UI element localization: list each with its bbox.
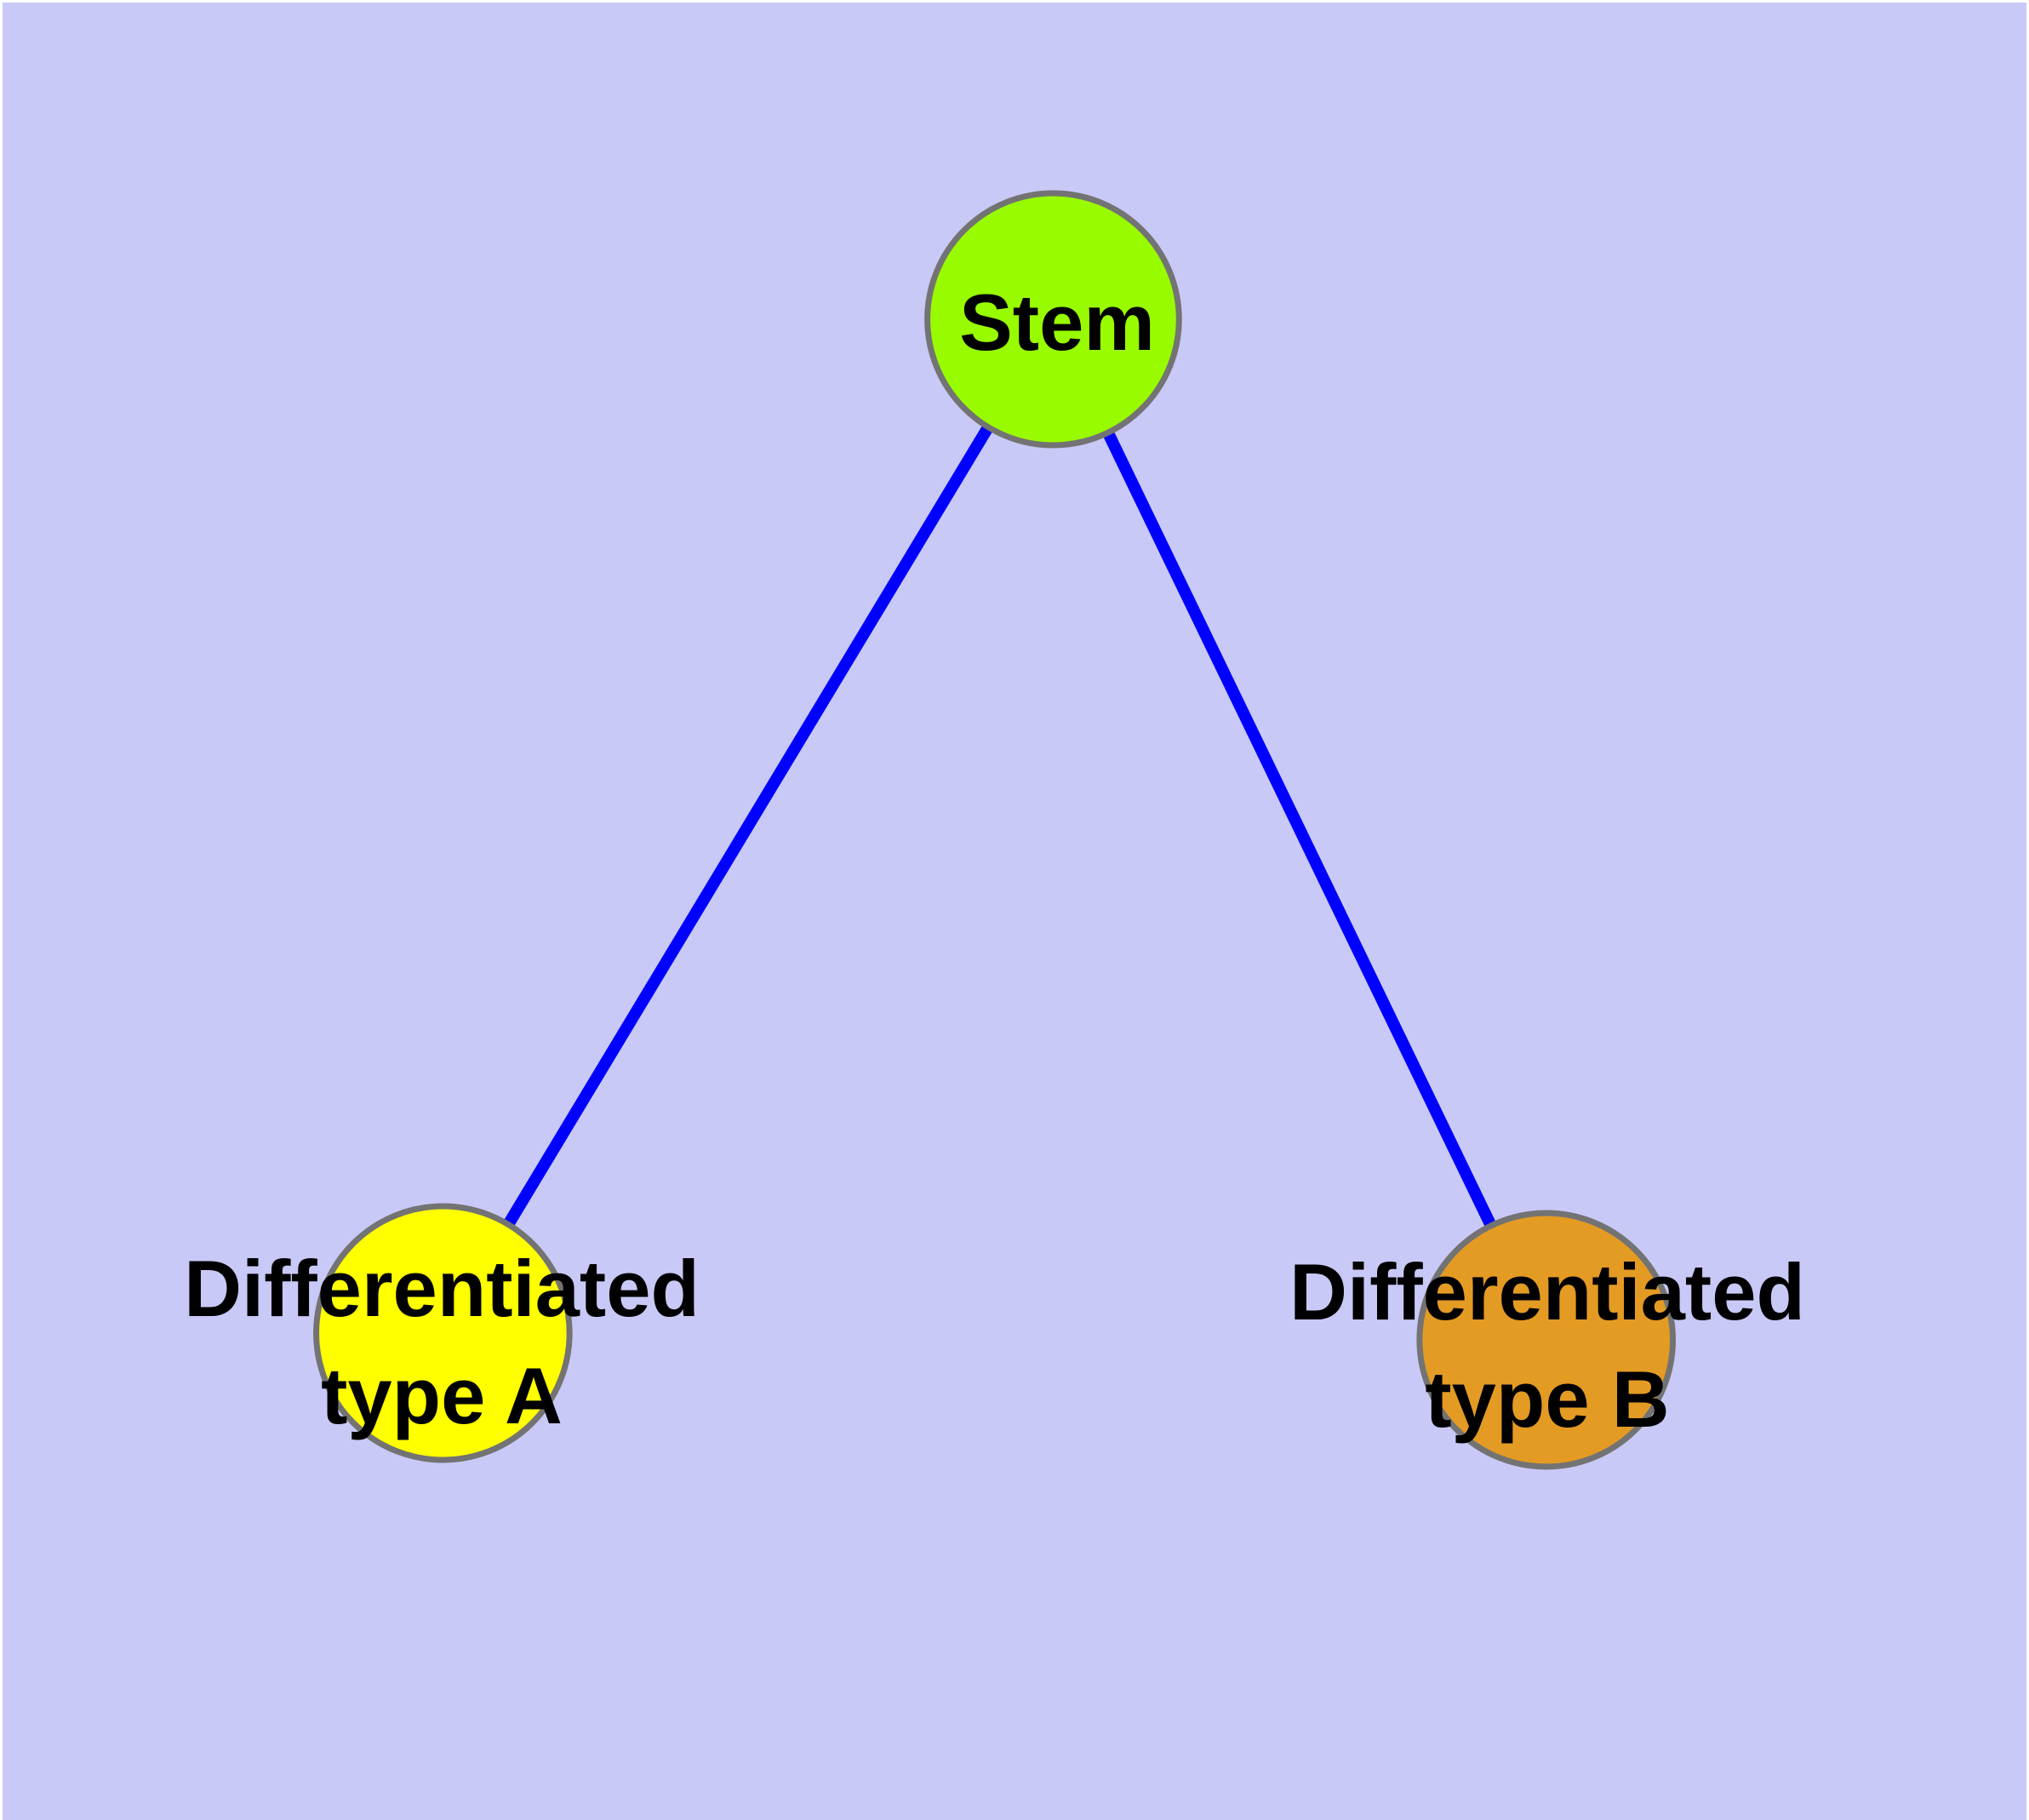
node-differentiated-type-b-label-line-1: Differentiated (1289, 1247, 1805, 1337)
node-differentiated-type-a-circle (313, 1203, 573, 1463)
graph-svg (3, 3, 2026, 1820)
node-differentiated-type-a-label-line-1: Differentiated (184, 1244, 700, 1334)
node-stem-circle (924, 190, 1182, 449)
node-differentiated-type-b-label-line-2: type B (1425, 1354, 1670, 1444)
edge-stem-to-type-b (1048, 316, 1552, 1343)
node-stem-label-line: Stem (959, 278, 1155, 368)
node-differentiated-type-b-circle (1416, 1210, 1677, 1470)
node-differentiated-type-a-label-line-2: type A (321, 1351, 563, 1440)
plot-canvas: Stem Differentiated type A Differentiate… (3, 3, 2026, 1820)
node-differentiated-type-a-label: Differentiated type A (184, 1235, 700, 1450)
node-stem-label: Stem (959, 269, 1155, 376)
edge-stem-to-type-a (437, 316, 1059, 1336)
node-differentiated-type-b-label: Differentiated type B (1289, 1239, 1805, 1453)
